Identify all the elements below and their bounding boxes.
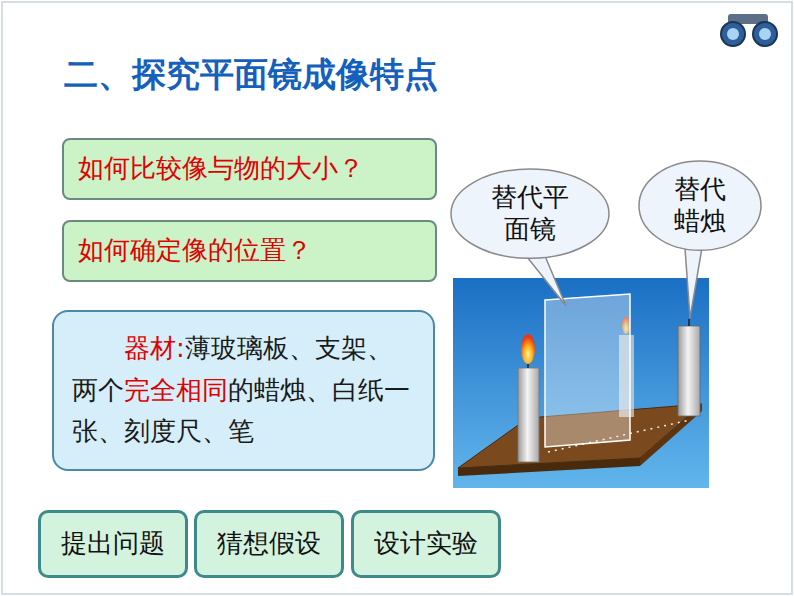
question-box: 如何比较像与物的大小？ [62,138,437,200]
step-button: 提出问题 [38,510,188,578]
text-block: 替代平面镜 [489,182,571,244]
text-block: 猜想假设 [217,527,321,561]
step-button: 设计实验 [351,510,501,578]
slide-title: 二、探究平面镜成像特点 [64,52,438,98]
node-text: 猜想假设 [217,528,321,558]
text-block: 器材:薄玻璃板、支架、两个完全相同的蜡烛、白纸一张、刻度尺、笔 [72,328,415,453]
text-block: 如何确定像的位置？ [78,234,312,268]
node-text: 如何比较像与物的大小？ [78,153,364,183]
node-text: 提出问题 [61,528,165,558]
text-block: 设计实验 [374,527,478,561]
binoculars-icon [721,14,777,46]
materials-box: 器材:薄玻璃板、支架、两个完全相同的蜡烛、白纸一张、刻度尺、笔 [52,310,435,471]
experiment-picture [453,278,709,488]
question-box: 如何确定像的位置？ [62,220,437,282]
callout-bubble: 替代平面镜 [450,168,610,259]
step-button: 猜想假设 [194,510,344,578]
text-block: 提出问题 [61,527,165,561]
node-text: 替代平面镜 [491,182,569,243]
bubble-ellipse [639,161,761,250]
callout-bubble: 替代蜡烛 [638,160,762,251]
text-block: 替代蜡烛 [672,174,728,236]
text-block: 如何比较像与物的大小？ [78,152,364,186]
node-text: 器材: [124,333,185,363]
node-text: 如何确定像的位置？ [78,235,312,265]
node-text: 设计实验 [374,528,478,558]
node-text: 完全相同 [124,375,228,405]
node-text: 替代蜡烛 [674,174,726,235]
bubble-ellipse [451,169,609,258]
